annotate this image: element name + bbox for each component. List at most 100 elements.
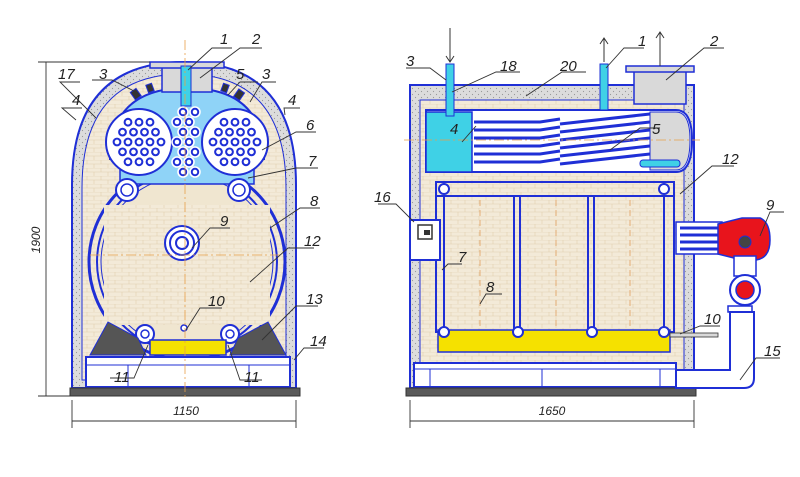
tube-bore	[180, 129, 186, 135]
front-callout-11-right: 11	[244, 369, 260, 386]
side-water-block	[425, 111, 473, 173]
front-view: 1900 1150	[29, 31, 327, 428]
front-right-header	[227, 178, 251, 202]
front-right-header-inner	[232, 183, 246, 197]
side-callout-10: 10	[704, 311, 721, 328]
front-left-header	[115, 178, 139, 202]
front-height-dimension-label: 1900	[29, 226, 43, 253]
tube-bore	[114, 139, 120, 145]
side-base-frame	[413, 362, 677, 388]
side-riser-arrow-down	[445, 28, 455, 63]
side-callout-labels: 3 18 20 1 2 4 5 12 16 7 9 8 10 15	[374, 33, 781, 360]
tube-bore	[136, 159, 142, 165]
side-flame-axes	[479, 200, 631, 328]
side-callout-3: 3	[406, 53, 415, 70]
tube-bore	[243, 119, 249, 125]
tube-bore	[192, 169, 198, 175]
tube-bore	[232, 159, 238, 165]
front-left-support	[89, 321, 147, 356]
front-width-dimension: 1150	[71, 400, 297, 428]
side-callout-1: 1	[638, 33, 646, 50]
front-base-frame	[85, 356, 291, 388]
front-leaders	[58, 47, 324, 381]
drum-tube	[474, 117, 561, 124]
tube-bore	[131, 149, 136, 155]
drum-tube	[474, 157, 561, 164]
tube-bore	[120, 149, 125, 155]
tube-bore	[238, 129, 243, 135]
side-burner-assembly	[675, 217, 771, 389]
side-blowdown-pipe	[669, 332, 719, 338]
drum-tube	[559, 112, 651, 126]
tube-bore	[158, 139, 164, 145]
front-callout-13: 13	[306, 291, 323, 308]
front-furnace-space	[104, 205, 270, 325]
tube-bore	[186, 139, 192, 145]
side-header-top-right	[658, 183, 670, 195]
tube-bore	[232, 139, 238, 145]
tube-bore	[180, 169, 186, 175]
front-burner-port-inner	[175, 236, 189, 250]
front-callout-4-right: 4	[288, 92, 296, 109]
drum-tube	[559, 120, 651, 134]
tube-bore	[120, 129, 125, 135]
front-callout-5: 5	[236, 66, 245, 83]
side-header-top-left	[438, 183, 450, 195]
tube-bore	[238, 149, 243, 155]
side-door-handle	[424, 230, 430, 235]
side-outlet-pipe	[639, 159, 681, 168]
tube-bore	[174, 159, 180, 165]
side-callout-18: 18	[500, 58, 517, 75]
front-callout-12: 12	[304, 233, 321, 250]
side-callout-15: 15	[764, 343, 781, 360]
tube-bore	[180, 149, 186, 155]
tube-bore	[153, 149, 158, 155]
front-callout-10: 10	[208, 293, 225, 310]
tube-bore	[210, 139, 216, 145]
tube-bore	[254, 139, 260, 145]
tube-bore	[174, 119, 180, 125]
front-center-tube-column	[171, 106, 201, 178]
tube-bore	[142, 129, 147, 135]
tube-bore	[243, 139, 249, 145]
side-callout-2: 2	[709, 33, 719, 50]
front-dome-stubs	[129, 82, 246, 102]
side-riser-arrow-up	[599, 37, 609, 62]
drum-tube	[559, 152, 651, 166]
front-callout-3-left: 3	[99, 66, 108, 83]
side-upper-drum-right	[649, 111, 691, 171]
tube-bore	[186, 159, 192, 165]
drum-tube	[474, 141, 561, 148]
side-view: 1650 3 18 20 1 2 4 5 12	[374, 28, 784, 428]
front-lower-right-header-inner	[225, 329, 235, 339]
front-lower-left-header-inner	[140, 329, 150, 339]
side-flue-box	[633, 69, 687, 105]
side-width-dimension-label: 1650	[539, 404, 566, 418]
tube-bore	[131, 129, 136, 135]
tube-bore	[174, 139, 180, 145]
side-drum-tubes	[474, 112, 651, 166]
side-foundation	[405, 387, 697, 397]
tube-bore	[180, 109, 186, 115]
side-flue-flange	[625, 65, 695, 73]
side-callout-9: 9	[766, 197, 775, 214]
front-callout-17: 17	[58, 66, 75, 83]
front-callout-6: 6	[306, 117, 315, 134]
side-callout-20: 20	[559, 58, 577, 75]
tube-bore	[147, 119, 153, 125]
front-callout-7: 7	[308, 153, 317, 170]
front-lower-right-header	[220, 324, 240, 344]
front-grate	[149, 339, 227, 356]
tube-bore	[186, 119, 192, 125]
side-width-dimension: 1650	[409, 400, 695, 428]
front-lower-center-stub	[180, 324, 188, 332]
tube-bore	[221, 119, 227, 125]
tube-bore	[153, 129, 158, 135]
tube-bore	[249, 149, 254, 155]
front-height-dimension: 1900	[29, 61, 150, 397]
side-riser-right	[599, 63, 609, 111]
tube-bore	[136, 139, 142, 145]
drum-tube	[474, 149, 561, 156]
front-width-dimension-label: 1150	[173, 404, 199, 418]
